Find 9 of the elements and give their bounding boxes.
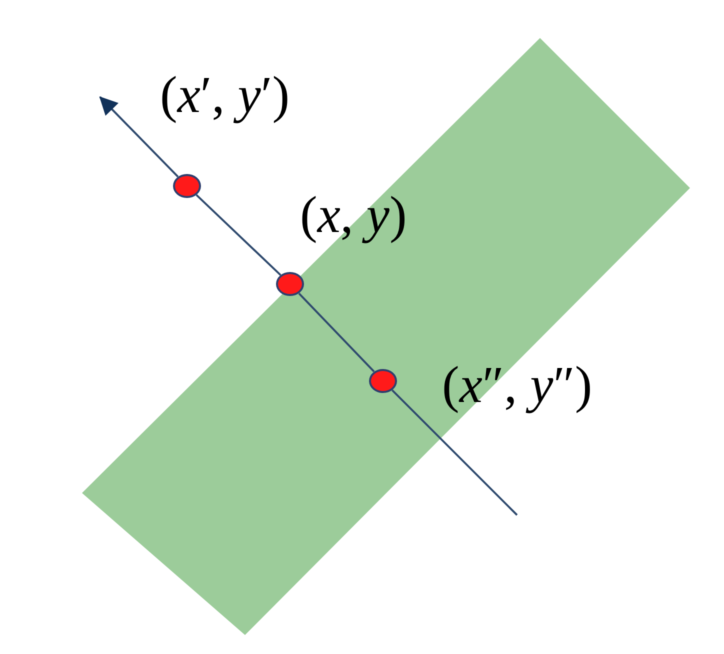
point bbox=[173, 174, 201, 198]
point-label: (x″, y″) bbox=[442, 360, 592, 412]
point-label: (x, y) bbox=[300, 190, 407, 242]
arrow bbox=[99, 96, 179, 178]
line bbox=[196, 194, 282, 276]
point bbox=[276, 272, 304, 296]
line bbox=[391, 389, 518, 516]
point-label: (x′, y′) bbox=[160, 70, 290, 122]
line bbox=[298, 292, 375, 372]
